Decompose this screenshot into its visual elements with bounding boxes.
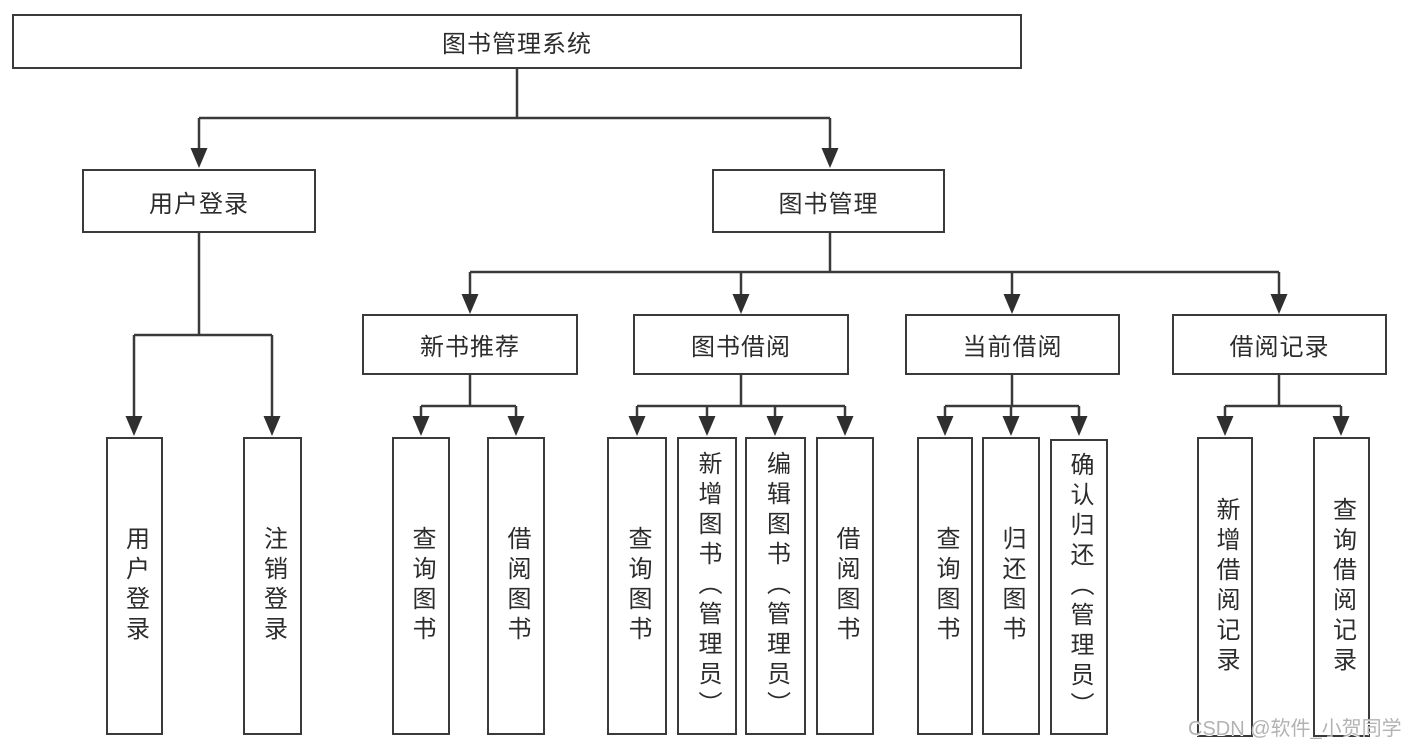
node-label: 当前借阅 bbox=[962, 334, 1063, 361]
node-borrowing-records: 借阅记录 bbox=[1172, 314, 1387, 375]
node-label: 图书管理系统 bbox=[442, 31, 592, 58]
leaf-label: 新增图书（管理员） bbox=[694, 451, 721, 721]
leaf-label: 确认归还（管理员） bbox=[1066, 452, 1093, 722]
node-book-management: 图书管理 bbox=[712, 169, 945, 233]
watermark-text: CSDN @软件_小贺同学 bbox=[1188, 718, 1402, 740]
leaf-label: 查询借阅记录 bbox=[1328, 497, 1356, 677]
node-library-management-system: 图书管理系统 bbox=[12, 14, 1022, 69]
leaf-borrow-books-borrowing: 借阅图书 bbox=[816, 437, 874, 735]
leaf-label: 借阅图书 bbox=[832, 526, 859, 646]
leaf-label: 查询图书 bbox=[408, 526, 435, 646]
node-label: 用户登录 bbox=[149, 190, 249, 218]
leaf-label: 查询图书 bbox=[624, 526, 651, 646]
node-user-login: 用户登录 bbox=[82, 169, 316, 233]
leaf-borrow-books-recommend: 借阅图书 bbox=[487, 437, 545, 735]
leaf-label: 借阅图书 bbox=[503, 526, 530, 646]
leaf-user-login: 用户登录 bbox=[106, 437, 163, 735]
leaf-add-books-admin: 新增图书（管理员） bbox=[677, 437, 737, 735]
leaf-query-books-borrowing: 查询图书 bbox=[607, 437, 667, 735]
node-label: 图书管理 bbox=[778, 190, 879, 218]
node-book-borrowing: 图书借阅 bbox=[633, 314, 849, 375]
leaf-edit-books-admin: 编辑图书（管理员） bbox=[745, 437, 806, 735]
leaf-query-books-recommend: 查询图书 bbox=[392, 437, 450, 735]
leaf-return-books: 归还图书 bbox=[982, 437, 1040, 735]
node-new-book-recommendation: 新书推荐 bbox=[362, 314, 578, 375]
node-label: 新书推荐 bbox=[420, 334, 520, 361]
leaf-add-borrow-record: 新增借阅记录 bbox=[1197, 437, 1253, 737]
leaf-label: 新增借阅记录 bbox=[1212, 497, 1239, 677]
node-label: 借阅记录 bbox=[1229, 334, 1330, 361]
leaf-label: 编辑图书（管理员） bbox=[762, 451, 790, 721]
leaf-logout: 注销登录 bbox=[243, 437, 302, 735]
node-label: 图书借阅 bbox=[691, 334, 791, 361]
leaf-label: 归还图书 bbox=[998, 526, 1025, 646]
leaf-query-books-current: 查询图书 bbox=[917, 437, 973, 735]
leaf-confirm-return-admin: 确认归还（管理员） bbox=[1050, 439, 1108, 735]
leaf-query-borrow-record: 查询借阅记录 bbox=[1313, 437, 1370, 737]
leaf-label: 注销登录 bbox=[259, 526, 287, 646]
leaf-label: 查询图书 bbox=[932, 526, 959, 646]
leaf-label: 用户登录 bbox=[121, 526, 149, 646]
node-current-borrowing: 当前借阅 bbox=[905, 314, 1120, 375]
